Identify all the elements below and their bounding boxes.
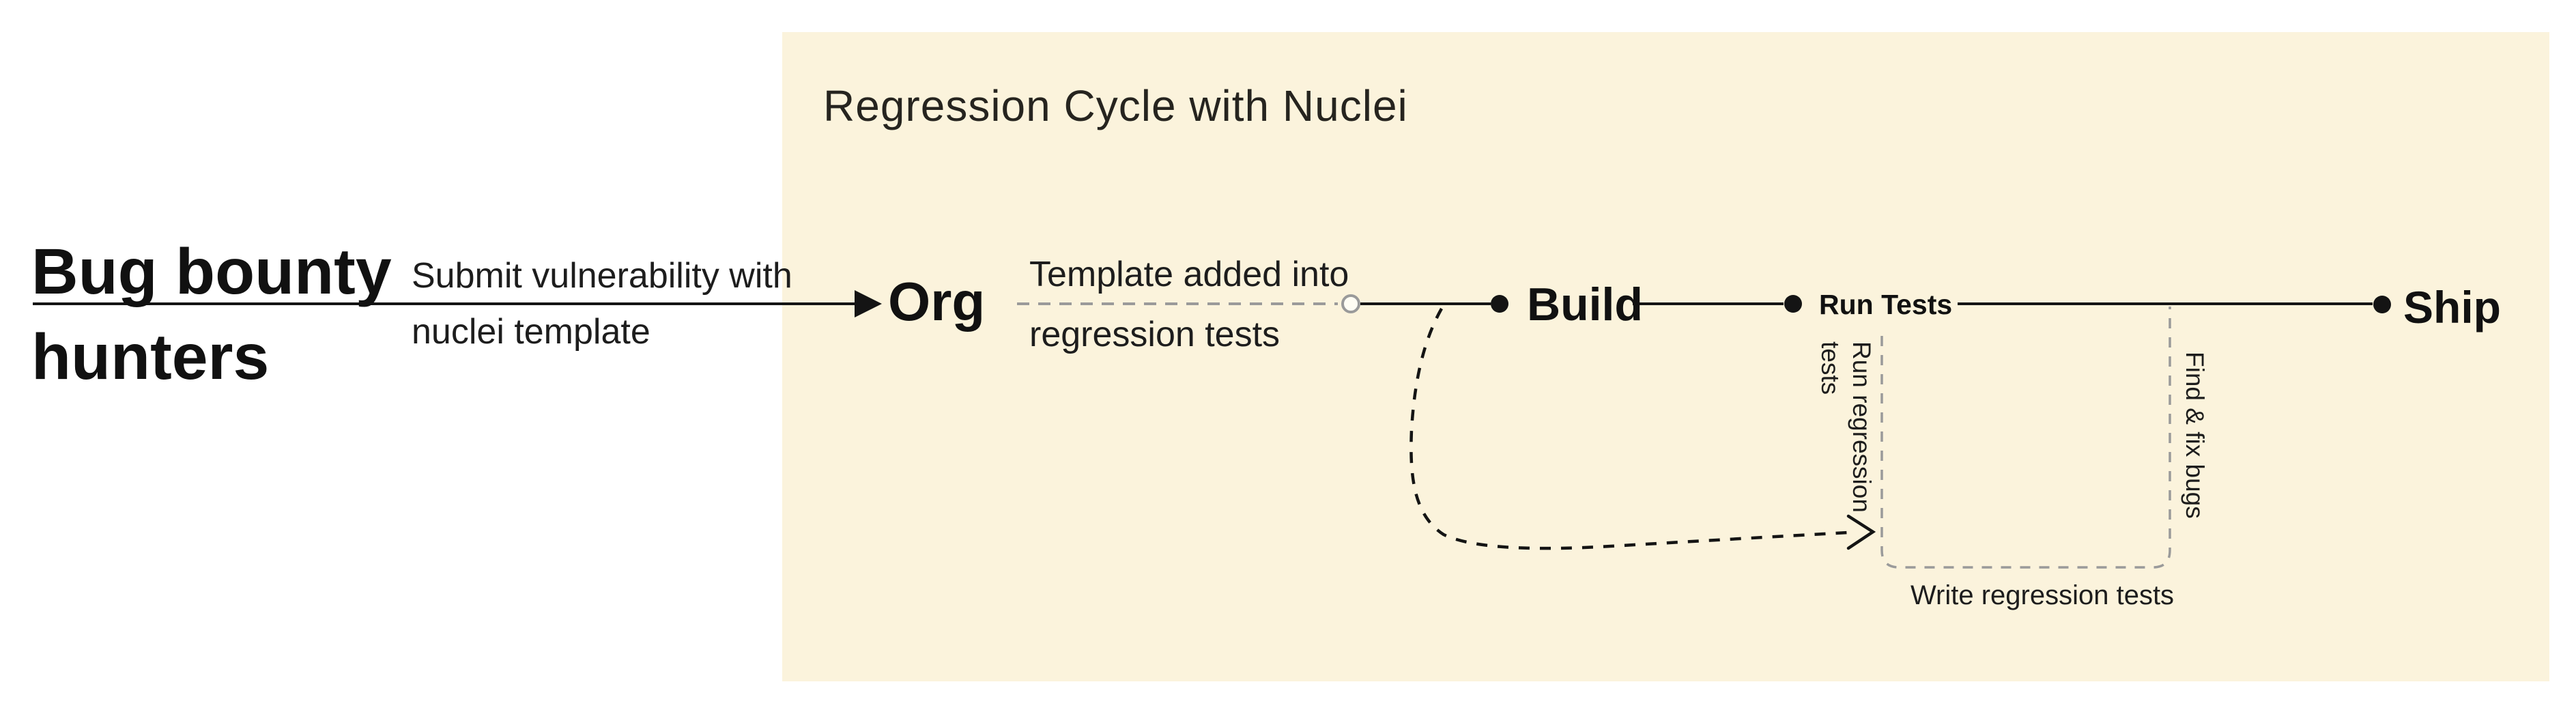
regression-bracket-dashed [1880, 307, 2171, 569]
node-build: Build [1527, 279, 1643, 330]
find-fix-bugs-vertical-label: Find & fix bugs [2181, 352, 2209, 519]
build-node-dot-icon [1491, 295, 1508, 313]
submit-edge-label-line2: nuclei template [412, 312, 650, 352]
actor-label-line2: hunters [31, 321, 270, 393]
ship-node-dot-icon [2373, 296, 2391, 313]
panel-title: Regression Cycle with Nuclei [823, 81, 1408, 130]
node-org: Org [888, 271, 986, 332]
template-edge-label-line1: Template added into [1029, 255, 1349, 294]
node-run-tests: Run Tests [1819, 289, 1953, 320]
loop-dashed-curve [1409, 307, 1849, 550]
milestone-open-circle-icon [1341, 294, 1360, 313]
runtests-node-dot-icon [1784, 295, 1802, 313]
submit-edge-label-line1: Submit vulnerability with [412, 256, 792, 296]
loop-arrowhead-icon [1846, 514, 1876, 550]
regression-cycle-panel [782, 32, 2549, 681]
node-ship: Ship [2403, 282, 2501, 332]
actor-label: Bug bounty hunters [31, 229, 392, 400]
write-regression-tests-label: Write regression tests [1910, 580, 2175, 610]
run-regression-line2: tests [1816, 341, 1844, 395]
submit-arrowhead-icon [855, 290, 882, 317]
template-edge-label-line2: regression tests [1029, 315, 1280, 354]
run-regression-tests-vertical-label: Run regression tests [1814, 341, 1877, 513]
actor-label-line1: Bug bounty [31, 236, 392, 308]
run-regression-line1: Run regression [1848, 341, 1876, 513]
